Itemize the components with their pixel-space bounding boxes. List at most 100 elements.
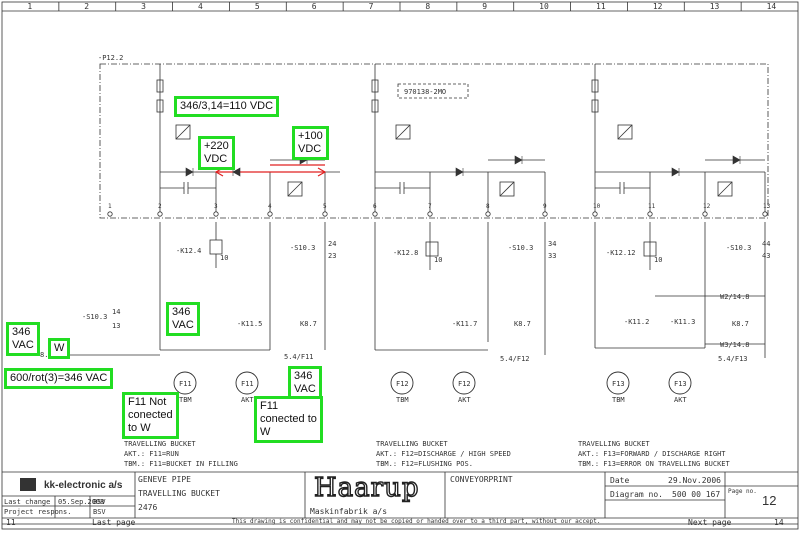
page-label: Page no. [728,488,757,495]
annotation-346-left-l2: VAC [12,339,34,351]
annotation-346-left-l1: 346 [12,326,31,338]
relay-s10-3a: -S10.3 [290,244,315,252]
annotation-not-conected-l2: conected [128,409,173,421]
terminal-number: 1 [108,203,112,210]
terminal-number: 9 [543,203,547,210]
column-number: 11 [596,2,606,11]
company-name: kk-electronic a/s [44,480,123,491]
annotation-346-110vdc: 346/3,14=110 VDC [174,96,280,117]
pin-13: 13 [112,322,120,330]
pin-10c: 10 [654,256,662,264]
relay-k8-7b: K8.7 [514,320,531,328]
last-change-by: BSV [93,498,106,506]
legend-2-line-3: TBM.: F12=FLUSHING POS. [376,460,473,468]
legend-1-line-2: AKT.: F11=RUN [124,450,179,458]
legend-3-line-2: AKT.: F13=FORWARD / DISCHARGE RIGHT [578,450,726,458]
terminal-number: 6 [373,203,377,210]
terminal-point [267,211,273,217]
column-number: 10 [539,2,549,11]
lamp-code: F13 [674,380,687,388]
pin-44: 44 [762,240,770,248]
terminal-number: 12 [703,203,711,210]
column-number: 14 [767,2,777,11]
section-title: CONVEYORPRINT [450,475,513,484]
annotation-not-conected-l1: F11 Not [128,396,167,408]
terminal-point [762,211,768,217]
annotation-346-f11-l2: VAC [294,383,316,395]
pin-14: 14 [112,308,120,316]
terminal-number: 3 [214,203,218,210]
terminal-point [322,211,328,217]
annotation-plus100-l1: +100 [298,130,323,142]
lamp-code: F11 [179,380,192,388]
annotation-f11-conected: F11 conected to W [254,396,323,443]
frame-label: -P12.2 [98,54,123,62]
column-number: 8 [425,2,430,11]
annotation-346vac-left: 346 VAC [6,322,40,356]
relay-k11-3: -K11.3 [670,318,695,326]
annotation-plus220-l2: VDC [204,153,228,165]
relay-k12-8: -K12.8 [393,249,418,257]
legend-3-line-3: TBM.: F13=ERROR ON TRAVELLING BUCKET [578,460,731,468]
column-number: 5 [255,2,260,11]
annotation-conected-l3: W [260,426,271,438]
legend-1-line-1: TRAVELLING BUCKET [124,440,196,448]
next-page-link[interactable]: Next page [688,518,732,527]
lamp-label: AKT [241,396,254,404]
diagram-label: Diagram no. [610,490,663,499]
project-line-1: GENEVE PIPE [138,475,191,484]
relay-k12-4: -K12.4 [176,247,201,255]
annotation-plus100vdc: +100 VDC [292,126,329,160]
terminal-number: 7 [428,203,432,210]
ref-w2: W2/14.8 [720,293,750,301]
next-page-number: 14 [774,518,784,527]
relay-k11-2: -K11.2 [624,318,649,326]
pin-10a: 10 [220,254,228,262]
ref-f13: 5.4/F13 [718,355,748,363]
annotation-w: W [48,338,71,359]
project-by: BSV [93,508,106,516]
relay-s10-3b: -S10.3 [508,244,533,252]
page-value: 12 [762,493,777,508]
terminal-number: 11 [648,203,656,210]
date-label: Date [610,476,630,485]
pin-33: 33 [548,252,556,260]
column-number: 1 [27,2,32,11]
annotation-plus100-l2: VDC [298,143,322,155]
relay-k12-12: -K12.12 [606,249,636,257]
pin-34: 34 [548,240,556,248]
legend-3-line-1: TRAVELLING BUCKET [578,440,650,448]
annotation-plus220vdc: +220 VDC [198,136,235,170]
lamp-label: TBM [179,396,192,404]
annotation-f11-not-conected: F11 Not conected to W [122,392,179,439]
annotation-346vac-f11: 346 VAC [288,366,322,400]
relay-k11-5: -K11.5 [237,320,262,328]
last-page-link[interactable]: Last page [92,518,136,527]
terminal-point [157,211,163,217]
relay-k11-7: -K11.7 [452,320,477,328]
lamp-code: F12 [458,380,471,388]
lamp-label: TBM [612,396,625,404]
terminal-number: 13 [763,203,771,210]
column-number: 9 [482,2,487,11]
terminal-point [427,211,433,217]
legend-1-line-3: TBM.: F11=BUCKET IN FILLING [124,460,238,468]
terminal-number: 10 [593,203,601,210]
lamp-code: F12 [396,380,409,388]
annotation-conected-l1: F11 [260,400,279,412]
company-logo-mark [20,478,36,491]
annotation-346-f11-l1: 346 [294,370,313,382]
column-number: 7 [369,2,374,11]
column-number: 13 [710,2,720,11]
annotation-not-conected-l3: to W [128,422,151,434]
annotation-plus220-l1: +220 [204,140,229,152]
pin-23: 23 [328,252,336,260]
column-number: 4 [198,2,203,11]
last-change-date: 05.Sep.2008 [58,498,105,506]
prev-page-number: 11 [6,518,16,527]
relay-k8-7c: K8.7 [732,320,749,328]
terminal-point [702,211,708,217]
column-number: 6 [312,2,317,11]
